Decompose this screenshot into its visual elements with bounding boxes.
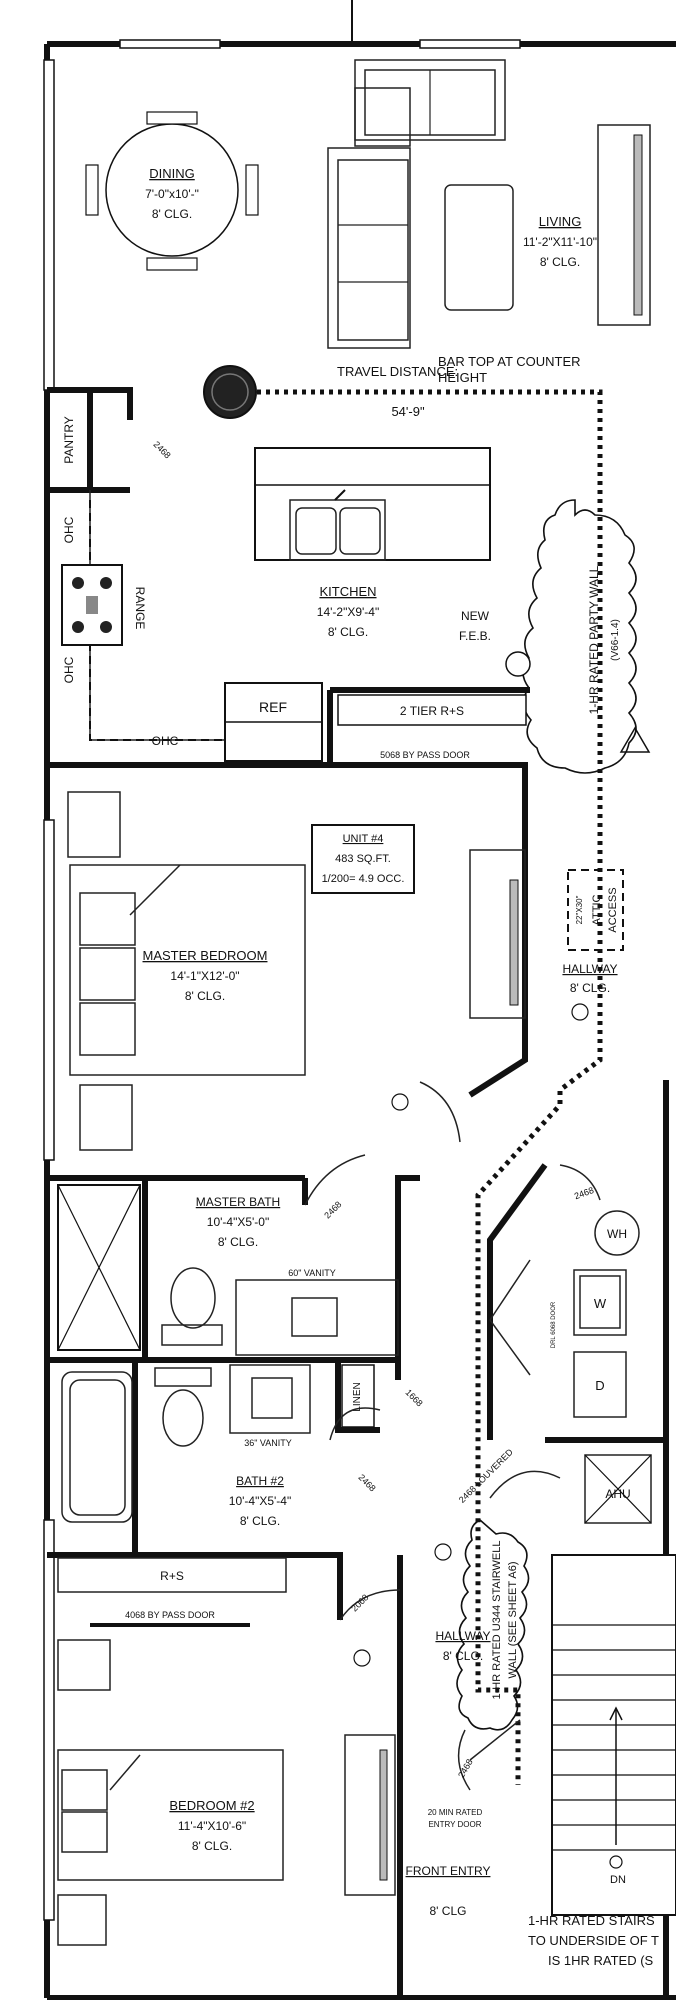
- living-name: LIVING: [539, 214, 582, 229]
- master-bedroom-name: MASTER BEDROOM: [143, 948, 268, 963]
- revision-triangle-icon: [619, 726, 651, 753]
- stair-note-line-3: IS 1HR RATED (S: [548, 1953, 654, 1968]
- unit-occupancy: 1/200= 4.9 OCC.: [322, 873, 405, 885]
- attic-access: [567, 869, 624, 951]
- front-entry-clg: 8' CLG: [430, 1904, 467, 1918]
- hallway-lower-name: HALLWAY: [435, 1629, 490, 1643]
- entry-door-rating: 20 MIN RATED: [428, 1808, 483, 1817]
- party-wall-ref: (V66-1.4): [610, 619, 621, 661]
- bath2-name: BATH #2: [236, 1474, 284, 1488]
- living-size: 11'-2"X11'-10": [523, 235, 597, 249]
- dining-size: 7'-0"x10'-": [145, 187, 199, 201]
- master-bedroom-size: 14'-1"X12'-0": [170, 969, 239, 983]
- rs-label: R+S: [160, 1569, 184, 1583]
- stairwell-wall-label-2: WALL (SEE SHEET A6): [507, 1562, 519, 1679]
- ahu-label: AHU: [605, 1487, 630, 1501]
- travel-distance-path: [230, 389, 603, 1785]
- unit-info-box: [311, 824, 415, 894]
- attic-label: ATTIC: [591, 894, 603, 925]
- kitchen-name: KITCHEN: [319, 584, 376, 599]
- living-clg: 8' CLG.: [540, 255, 580, 269]
- stair-note-line-2: TO UNDERSIDE OF T: [528, 1933, 659, 1948]
- bar-top-label: BAR TOP AT COUNTER: [438, 354, 581, 369]
- smoke-detector-icon: [434, 1543, 452, 1561]
- bypass-door-upper: 5068 BY PASS DOOR: [380, 750, 470, 760]
- dining-name: DINING: [149, 166, 195, 181]
- dining-clg: 8' CLG.: [152, 207, 192, 221]
- master-bath-fixtures: [57, 1184, 399, 1356]
- party-wall-label: 1-HR RATED PARTY WALL: [587, 565, 601, 714]
- kitchen-counters: [61, 490, 531, 762]
- ohc-upper: OHC: [62, 516, 76, 543]
- front-entry-name: FRONT ENTRY: [406, 1864, 491, 1878]
- master-bath-name: MASTER BATH: [196, 1195, 280, 1209]
- louvered-door-tag: 2468 LOUVERED: [457, 1447, 515, 1505]
- bedroom2-name: BEDROOM #2: [169, 1798, 254, 1813]
- bar-top-label-2: HEIGHT: [438, 370, 487, 385]
- linen-door-tag: 1668: [404, 1387, 425, 1408]
- stairs-down-label: DN: [610, 1874, 626, 1886]
- range-label: RANGE: [133, 587, 147, 630]
- bypass-door-lower: 4068 BY PASS DOOR: [125, 1610, 215, 1620]
- pantry-door-tag: 2468: [152, 439, 173, 460]
- hallway-lower-clg: 8' CLG.: [443, 1649, 483, 1663]
- fire-extinguisher-marker-icon: [505, 651, 531, 677]
- kitchen-island: [254, 447, 491, 561]
- ohc-lower: OHC: [62, 656, 76, 683]
- travel-distance-label: TRAVEL DISTANCE:: [337, 364, 458, 379]
- ref-label: REF: [259, 699, 287, 715]
- linen-label: LINEN: [352, 1382, 363, 1411]
- ohc-bottom: OHC: [152, 734, 179, 748]
- bedroom2-size: 11'-4"X10'-6": [178, 1819, 246, 1833]
- dryer-label: D: [595, 1378, 604, 1393]
- stairwell-wall-cloud: [456, 1519, 530, 1731]
- new-feb-label: NEW: [461, 609, 490, 623]
- attic-size: 22"X30": [575, 895, 584, 924]
- smoke-detector-icon: [571, 1003, 589, 1021]
- exterior-walls: [43, 0, 676, 2000]
- attic-label-2: ACCESS: [607, 887, 619, 932]
- entry-door-label: ENTRY DOOR: [428, 1820, 481, 1829]
- party-wall-cloud: [522, 499, 637, 774]
- bath2-clg: 8' CLG.: [240, 1514, 280, 1528]
- unit-name: UNIT #4: [343, 833, 384, 845]
- door-tag-laundry: 2468: [573, 1185, 595, 1201]
- bedroom2-clg: 8' CLG.: [192, 1839, 232, 1853]
- smoke-detector-icon: [391, 1093, 409, 1111]
- door-tag-master-bath: 2468: [322, 1199, 343, 1220]
- hallway-upper-name: HALLWAY: [562, 962, 617, 976]
- kitchen-size: 14'-2"X9'-4": [317, 605, 379, 619]
- living-furniture: [327, 59, 651, 349]
- laundry-door-tag: DRL 6068 DOOR: [551, 1301, 557, 1348]
- unit-sqft: 483 SQ.FT.: [335, 853, 391, 865]
- door-tag-bedroom2: 2068: [349, 1592, 370, 1613]
- dining-table: [85, 111, 259, 271]
- bedroom2-furniture: [57, 1557, 396, 1946]
- bath2-fixtures: [61, 1364, 381, 1523]
- two-tier-rs-label: 2 TIER R+S: [400, 704, 464, 718]
- smoke-detector-icon: [353, 1649, 371, 1667]
- master-bed: [67, 791, 526, 1151]
- door-tag-bath2: 2468: [357, 1472, 378, 1493]
- door-swing: [419, 1081, 461, 1143]
- stairwell-wall-label: 1-HR RATED U344 STAIRWELL: [491, 1541, 503, 1700]
- master-bath-clg: 8' CLG.: [218, 1235, 258, 1249]
- pantry-label: PANTRY: [62, 416, 76, 464]
- bath2-size: 10'-4"X5'-4": [229, 1494, 291, 1508]
- laundry-mechanical: [489, 1164, 652, 1524]
- water-heater-label: WH: [607, 1227, 627, 1241]
- stairs: [457, 1554, 676, 1916]
- vanity-36-label: 36" VANITY: [244, 1438, 292, 1448]
- master-bath-size: 10'-4"X5'-0": [207, 1215, 269, 1229]
- hallway-upper-clg: 8' CLG.: [570, 981, 610, 995]
- master-bedroom-clg: 8' CLG.: [185, 989, 225, 1003]
- vanity-60-label: 60" VANITY: [288, 1268, 336, 1278]
- new-feb-label-2: F.E.B.: [459, 629, 491, 643]
- kitchen-clg: 8' CLG.: [328, 625, 368, 639]
- stair-note-line-1: 1-HR RATED STAIRS: [528, 1913, 655, 1928]
- travel-distance-value: 54'-9": [391, 404, 425, 419]
- washer-label: W: [594, 1296, 607, 1311]
- interior-walls: [47, 387, 669, 1998]
